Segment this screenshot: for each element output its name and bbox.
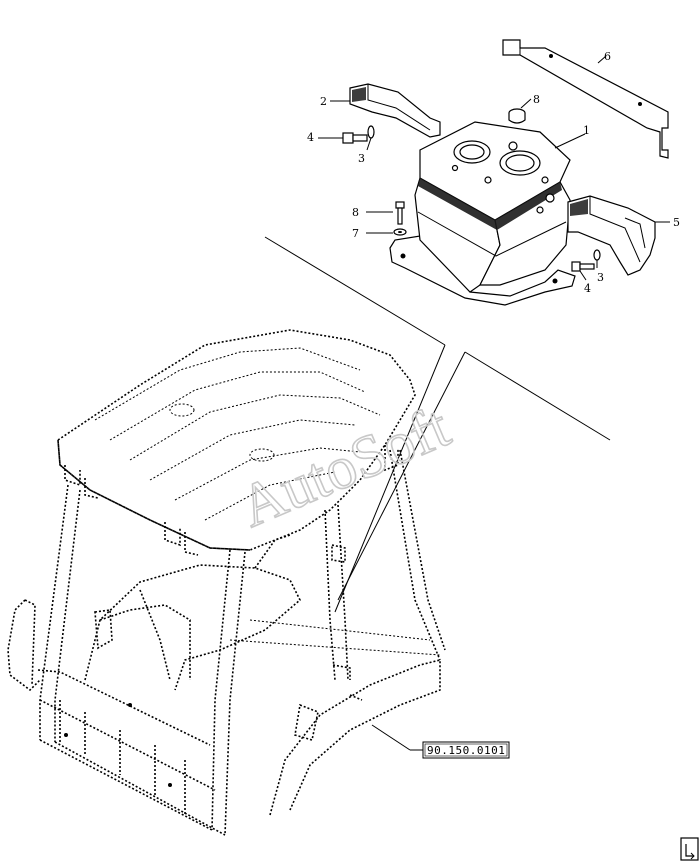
part-4-bolt-upper	[318, 125, 375, 151]
callout-2: 2	[320, 95, 327, 108]
reference-box: 90.150.0101	[422, 741, 510, 759]
callout-labels: 1 2 3 3 4 4 5 6 7 8 8	[307, 50, 680, 295]
part-6-bracket	[502, 39, 669, 159]
callout-3-upper: 3	[358, 152, 365, 165]
reference-code: 90.150.0101	[427, 744, 505, 757]
callout-1: 1	[583, 124, 590, 137]
callout-3-lower: 3	[597, 271, 604, 284]
part-4-bolt-lower	[571, 249, 601, 281]
callout-7: 7	[352, 227, 359, 240]
callout-6: 6	[604, 50, 611, 63]
part-8-bolt-7-washer	[366, 201, 407, 236]
callout-8-lower: 8	[352, 206, 359, 219]
part-1-housing	[389, 121, 586, 306]
part-8-cap	[508, 98, 532, 124]
next-page-icon[interactable]	[680, 837, 699, 861]
tractor-cab-frame	[7, 329, 446, 836]
explosion-lines	[264, 236, 611, 613]
watermark-text: AutoSoft	[230, 393, 459, 540]
callout-5: 5	[673, 216, 680, 229]
part-2-handle	[330, 83, 441, 138]
part-5-handle	[567, 195, 670, 276]
callout-4-upper: 4	[307, 131, 314, 144]
callout-4-lower: 4	[584, 282, 591, 295]
callout-8-upper: 8	[533, 93, 540, 106]
